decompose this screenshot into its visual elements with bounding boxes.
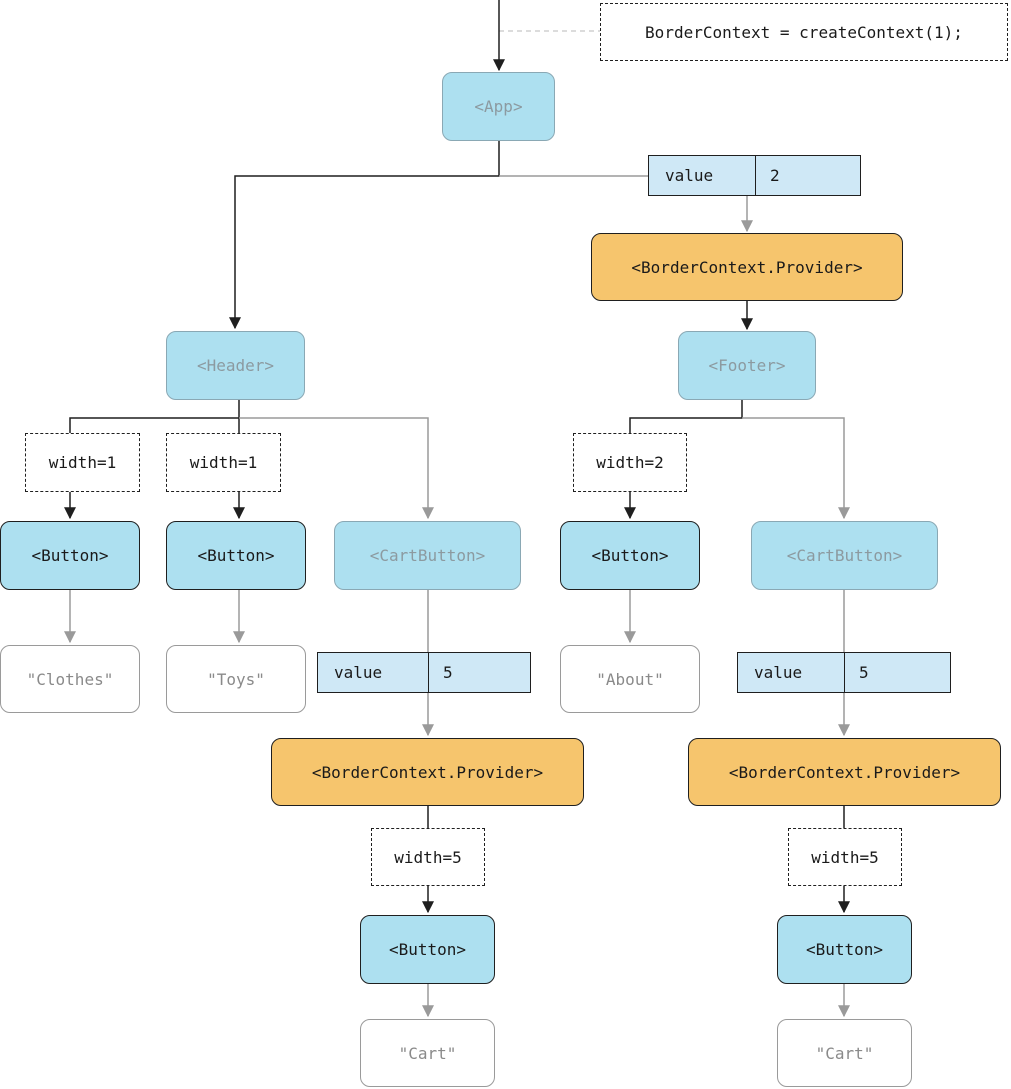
button-cart-right: <Button> <box>777 915 912 984</box>
text-clothes: "Clothes" <box>0 645 140 713</box>
footer-to-cartbutton-line <box>742 417 850 520</box>
value-val: 2 <box>770 166 780 185</box>
provider-top: <BorderContext.Provider> <box>591 233 903 301</box>
value-key: value <box>738 653 845 692</box>
cartbutton-left: <CartButton> <box>334 521 521 590</box>
button-cart-left: <Button> <box>360 915 495 984</box>
provider-cart-right: <BorderContext.Provider> <box>688 738 1001 806</box>
value-key: value <box>649 156 756 195</box>
footer-bus-line <box>629 400 743 433</box>
value-val: 5 <box>859 663 869 682</box>
value-box-cart-left: value 5 <box>317 652 531 693</box>
provider-cart-left: <BorderContext.Provider> <box>271 738 584 806</box>
text-cart-left: "Cart" <box>360 1019 495 1087</box>
text-toys: "Toys" <box>166 645 306 713</box>
prop-width-about: width=2 <box>573 433 687 492</box>
prop-width-cart-left: width=5 <box>371 828 485 886</box>
value-key: value <box>318 653 429 692</box>
create-context-code: BorderContext = createContext(1); <box>600 3 1008 61</box>
text-cart-right: "Cart" <box>777 1019 912 1087</box>
button-toys: <Button> <box>166 521 306 590</box>
button-clothes: <Button> <box>0 521 140 590</box>
prop-width-clothes: width=1 <box>25 433 140 492</box>
header-bus-line <box>69 400 240 433</box>
header-to-cartbutton-line <box>239 417 434 520</box>
value-box-top: value 2 <box>648 155 861 196</box>
button-about: <Button> <box>560 521 700 590</box>
app-component: <App> <box>442 72 555 141</box>
value-box-cart-right: value 5 <box>737 652 951 693</box>
footer-component: <Footer> <box>678 331 816 400</box>
prop-width-toys: width=1 <box>166 433 281 492</box>
cartbutton-right: <CartButton> <box>751 521 938 590</box>
prop-width-cart-right: width=5 <box>788 828 902 886</box>
header-component: <Header> <box>166 331 305 400</box>
value-val: 5 <box>443 663 453 682</box>
app-to-header-line <box>229 141 500 330</box>
text-about: "About" <box>560 645 700 713</box>
